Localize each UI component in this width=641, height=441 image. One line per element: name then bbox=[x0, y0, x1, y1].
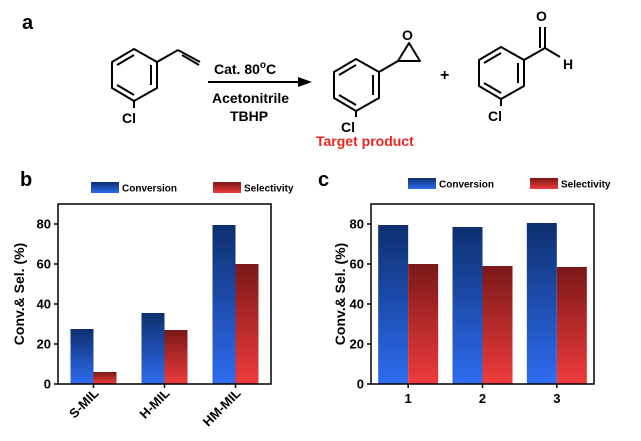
bar-selectivity-s-mil bbox=[93, 372, 117, 384]
bar-selectivity-2 bbox=[482, 266, 513, 384]
reactant-chloro-label: Cl bbox=[122, 110, 136, 126]
bar-conversion-hm-mil bbox=[212, 225, 236, 384]
bar-conversion-s-mil bbox=[70, 329, 94, 384]
legend-swatch-selectivity bbox=[530, 178, 559, 189]
x-tick-label: H-MIL bbox=[136, 385, 172, 421]
bar-conversion-3 bbox=[526, 223, 557, 384]
legend-label-conversion: Conversion bbox=[439, 180, 494, 191]
y-tick-label: 60 bbox=[37, 257, 51, 272]
x-tick-label: 1 bbox=[405, 391, 412, 406]
epoxide-chloro-label: Cl bbox=[341, 119, 355, 135]
condition-solvent: Acetonitrile bbox=[212, 90, 289, 106]
bar-conversion-h-mil bbox=[141, 313, 165, 384]
y-tick-label: 60 bbox=[350, 257, 364, 272]
legend-label-selectivity: Selectivity bbox=[244, 184, 294, 195]
plot-frame bbox=[370, 203, 595, 385]
condition-catalyst: Cat. 80oC bbox=[214, 60, 276, 77]
y-axis-title: Conv.& Sel. (%) bbox=[11, 243, 27, 345]
y-tick-label: 80 bbox=[350, 217, 364, 232]
x-tick-label: HM-MIL bbox=[200, 385, 244, 429]
bar-conversion-2 bbox=[452, 227, 483, 384]
y-tick-label: 40 bbox=[350, 297, 364, 312]
bar-selectivity-hm-mil bbox=[235, 264, 259, 384]
y-tick-label: 40 bbox=[37, 297, 51, 312]
legend-label-conversion: Conversion bbox=[122, 184, 177, 195]
bar-selectivity-3 bbox=[556, 267, 587, 384]
y-tick-label: 0 bbox=[44, 377, 51, 392]
bar-selectivity-h-mil bbox=[164, 330, 188, 384]
y-axis-title: Conv.& Sel. (%) bbox=[332, 243, 348, 345]
aldehyde-hydrogen-label: H bbox=[563, 56, 573, 72]
condition-oxidant: TBHP bbox=[230, 108, 268, 124]
reactant-4-chlorostyrene bbox=[111, 48, 201, 108]
aldehyde-chloro-label: Cl bbox=[488, 108, 502, 124]
y-tick-label: 80 bbox=[37, 217, 51, 232]
bar-selectivity-1 bbox=[408, 264, 439, 384]
product-epoxide bbox=[333, 42, 421, 117]
x-tick-label: 3 bbox=[553, 391, 560, 406]
product-aldehyde bbox=[478, 27, 561, 106]
y-tick-label: 20 bbox=[350, 337, 364, 352]
plus-sign: + bbox=[440, 67, 449, 84]
epoxide-oxygen-label: O bbox=[402, 27, 413, 43]
panel-label-a: a bbox=[22, 12, 34, 34]
y-tick-label: 0 bbox=[357, 377, 364, 392]
target-product-label: Target product bbox=[316, 133, 414, 149]
panel-label-c: c bbox=[318, 169, 329, 191]
plot-frame bbox=[57, 203, 272, 385]
legend-swatch-selectivity bbox=[213, 182, 242, 193]
reaction-arrow-head bbox=[298, 77, 312, 87]
panel-label-b: b bbox=[20, 169, 32, 191]
legend-swatch-conversion bbox=[408, 178, 436, 189]
reaction-scheme: a Cl Cat. 80oC Acetonitrile TBHP bbox=[22, 8, 573, 149]
bar-conversion-1 bbox=[378, 225, 409, 384]
legend-swatch-conversion bbox=[91, 182, 119, 193]
x-tick-label: 2 bbox=[479, 391, 486, 406]
y-tick-label: 20 bbox=[37, 337, 51, 352]
legend-label-selectivity: Selectivity bbox=[561, 180, 611, 191]
aldehyde-oxygen-label: O bbox=[536, 8, 547, 24]
x-tick-label: S-MIL bbox=[66, 385, 102, 421]
